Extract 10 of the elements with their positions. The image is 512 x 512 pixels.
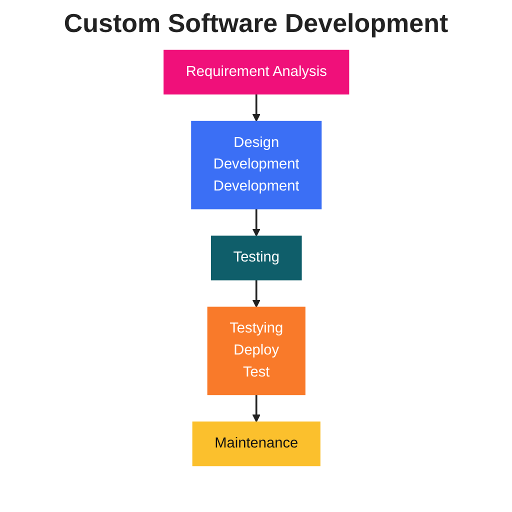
arrow — [252, 394, 260, 422]
node-box: Maintenance — [192, 422, 320, 466]
arrow — [252, 94, 260, 122]
node-box: Design Development Development — [190, 120, 322, 210]
arrow — [252, 208, 260, 236]
node-box: Testying Deploy Test — [206, 306, 306, 396]
node-box: Requirement Analysis — [163, 50, 349, 94]
arrow — [252, 280, 260, 308]
diagram-title: Custom Software Development — [62, 8, 450, 39]
node-box: Testing — [210, 236, 302, 280]
